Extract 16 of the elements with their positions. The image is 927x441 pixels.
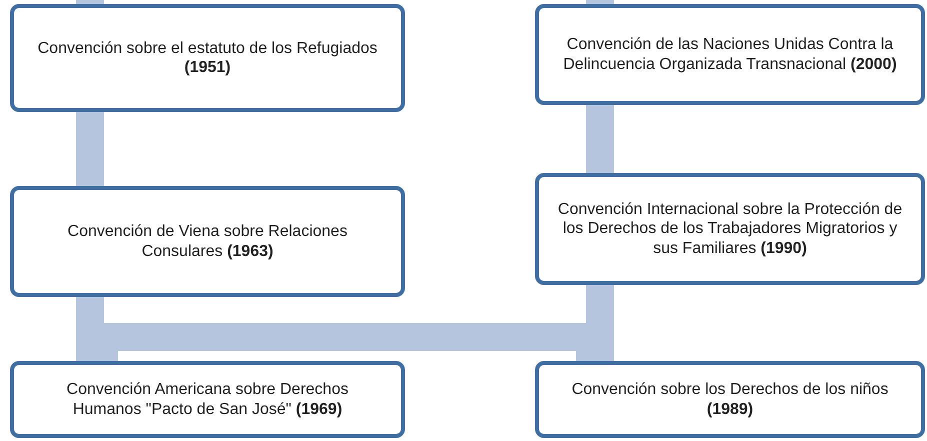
event-text: Convención sobre el estatuto de los Refugiados (1951) <box>36 38 378 78</box>
timeline-band <box>76 112 104 186</box>
timeline-band <box>76 297 104 361</box>
event-box <box>535 4 925 105</box>
event-box <box>10 361 405 438</box>
event-box <box>10 4 405 112</box>
event-text: Convención de las Naciones Unidas Contra la Delincuencia Organizada Transnacional (2000) <box>562 35 898 74</box>
event-text: Convención Americana sobre Derechos Humanos "Pacto de San José" (1969) <box>66 380 350 419</box>
event-box <box>535 173 925 285</box>
event-text: Convención sobre los Derechos de los niños (1989) <box>570 380 890 419</box>
event-text: Convención de Viena sobre Relaciones Consulares (1963) <box>66 222 348 261</box>
event-box <box>535 361 925 438</box>
timeline-band <box>586 285 614 361</box>
timeline-band <box>586 105 614 173</box>
event-box <box>10 186 405 297</box>
event-text: Convención Internacional sobre la Protección de los Derechos de los Trabajadores Migratorios y sus Familiares (1990) <box>557 200 903 258</box>
